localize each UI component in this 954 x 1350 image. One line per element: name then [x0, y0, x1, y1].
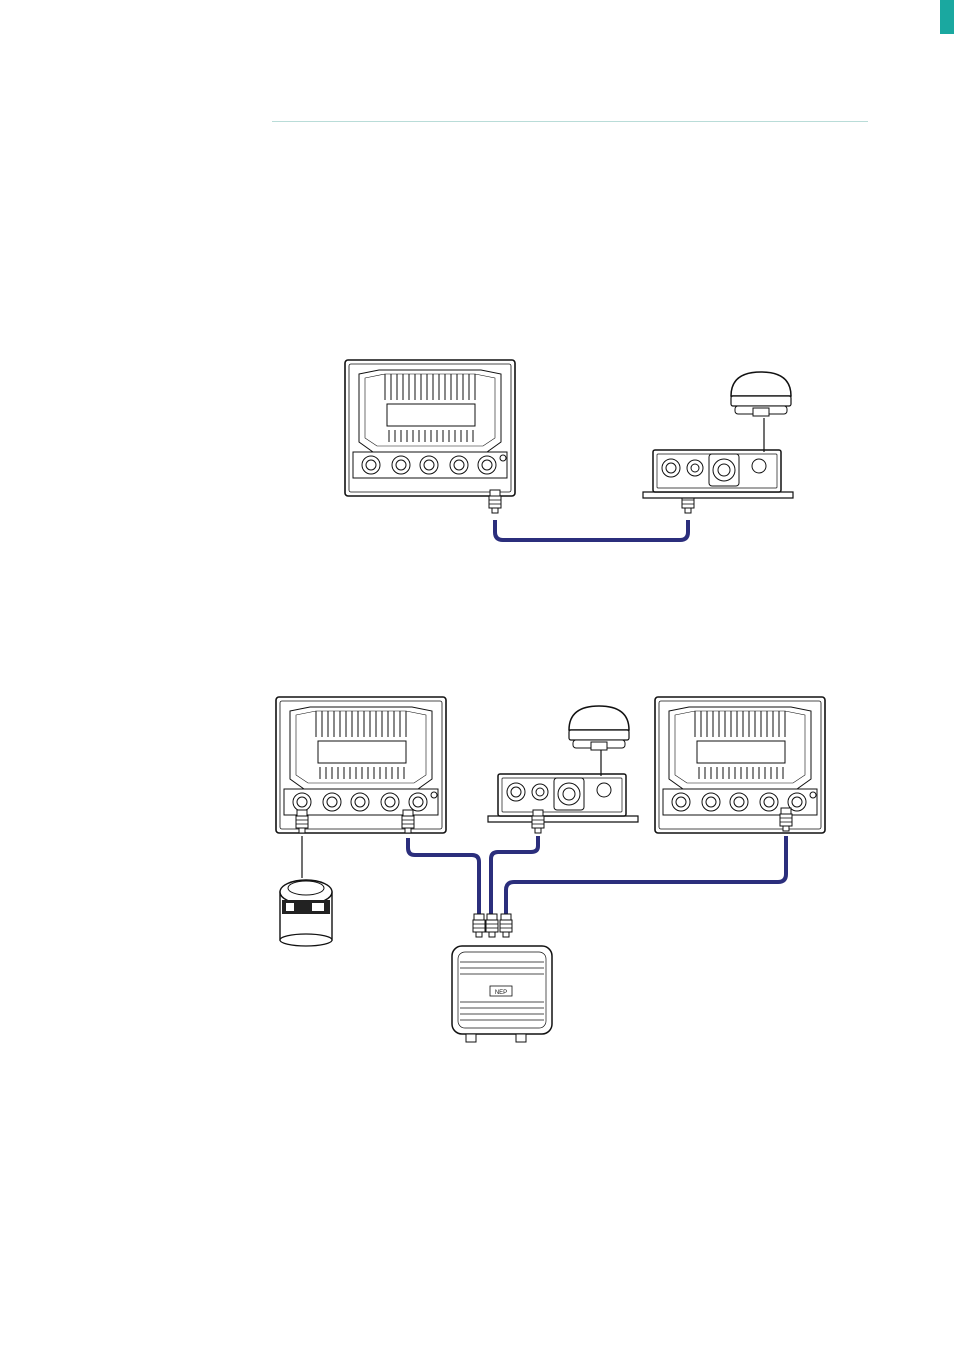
- radar-antenna: [731, 372, 791, 416]
- cable-right-mfd: [506, 836, 786, 914]
- radar-interface-box: [488, 774, 638, 822]
- cable-left-mfd: [408, 838, 479, 914]
- cable-1: [495, 520, 688, 540]
- switch-label: NEP: [495, 990, 507, 996]
- connector: [489, 490, 501, 513]
- radar-antenna: [569, 706, 629, 750]
- diagram-1: [345, 360, 793, 540]
- ethernet-switch: NEP: [452, 914, 552, 1042]
- cable-rib: [491, 836, 538, 914]
- radar-interface-box: [643, 450, 793, 498]
- transducer: [280, 880, 332, 946]
- connector: [532, 810, 544, 833]
- display-unit: [655, 697, 825, 833]
- display-unit: [345, 360, 515, 496]
- diagram-2: NEP: [276, 697, 825, 1042]
